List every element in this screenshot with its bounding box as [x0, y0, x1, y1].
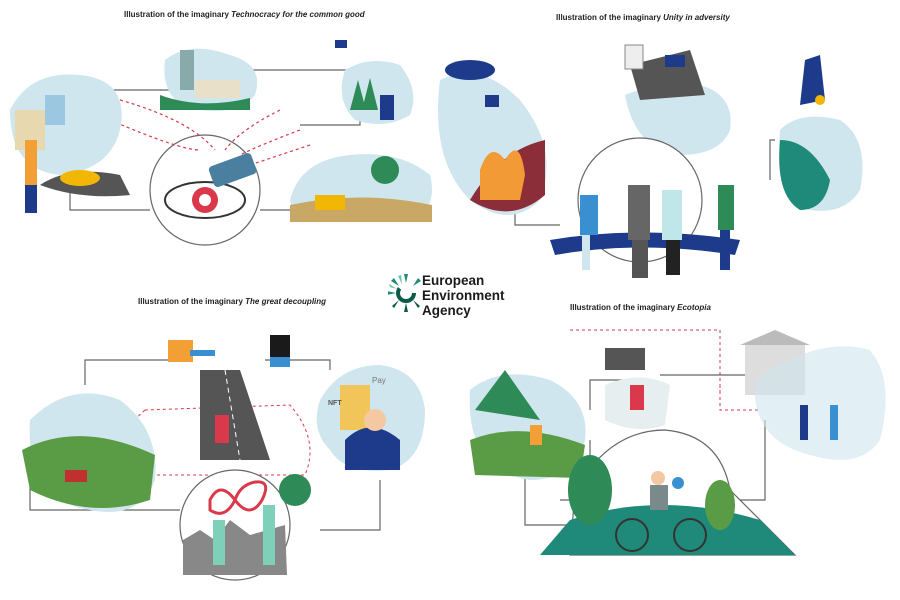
title-ecotopia: Illustration of the imaginary Ecotopia	[570, 303, 711, 312]
title-name: Technocracy for the common good	[231, 10, 365, 19]
title-name: Ecotopia	[677, 303, 711, 312]
title-name: The great decoupling	[245, 297, 327, 306]
logo-line-1: European	[422, 273, 485, 288]
nft-label: NFT	[328, 400, 342, 407]
eea-logo: European Environment Agency	[387, 270, 533, 322]
eea-sun-logo-icon	[387, 274, 421, 312]
decoupling-illustration	[22, 335, 425, 581]
title-unity: Illustration of the imaginary Unity in a…	[556, 13, 730, 22]
title-name: Unity in adversity	[663, 13, 730, 22]
title-prefix: Illustration of the imaginary	[138, 297, 243, 306]
ecotopia-illustration	[469, 329, 886, 556]
title-prefix: Illustration of the imaginary	[570, 303, 675, 312]
title-technocracy: Illustration of the imaginary Technocrac…	[124, 10, 365, 19]
title-decoupling: Illustration of the imaginary The great …	[138, 297, 326, 306]
title-prefix: Illustration of the imaginary	[556, 13, 661, 22]
logo-line-3: Agency	[422, 303, 471, 318]
unity-illustration	[438, 44, 863, 278]
eea-logo-text: European Environment Agency	[422, 273, 505, 318]
logo-line-2: Environment	[422, 288, 505, 303]
title-prefix: Illustration of the imaginary	[124, 10, 229, 19]
pay-label: Pay	[372, 376, 386, 385]
